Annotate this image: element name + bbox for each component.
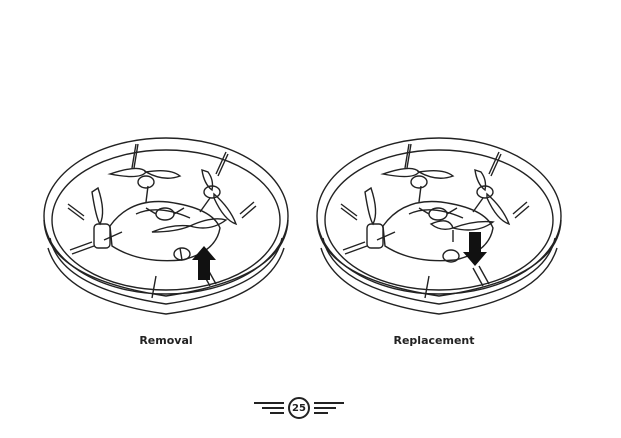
caption-removal: Removal bbox=[86, 334, 246, 347]
caption-replacement: Replacement bbox=[354, 334, 514, 347]
footer-rule-right bbox=[314, 402, 344, 417]
page-footer: 25 bbox=[250, 396, 350, 420]
drone-replacement-illustration bbox=[313, 128, 565, 324]
page-number: 25 bbox=[288, 397, 310, 419]
arrow-down-icon bbox=[463, 232, 487, 266]
footer-rule-left bbox=[254, 402, 284, 417]
arrow-up-icon bbox=[192, 246, 216, 280]
drone-removal-illustration bbox=[40, 128, 292, 324]
